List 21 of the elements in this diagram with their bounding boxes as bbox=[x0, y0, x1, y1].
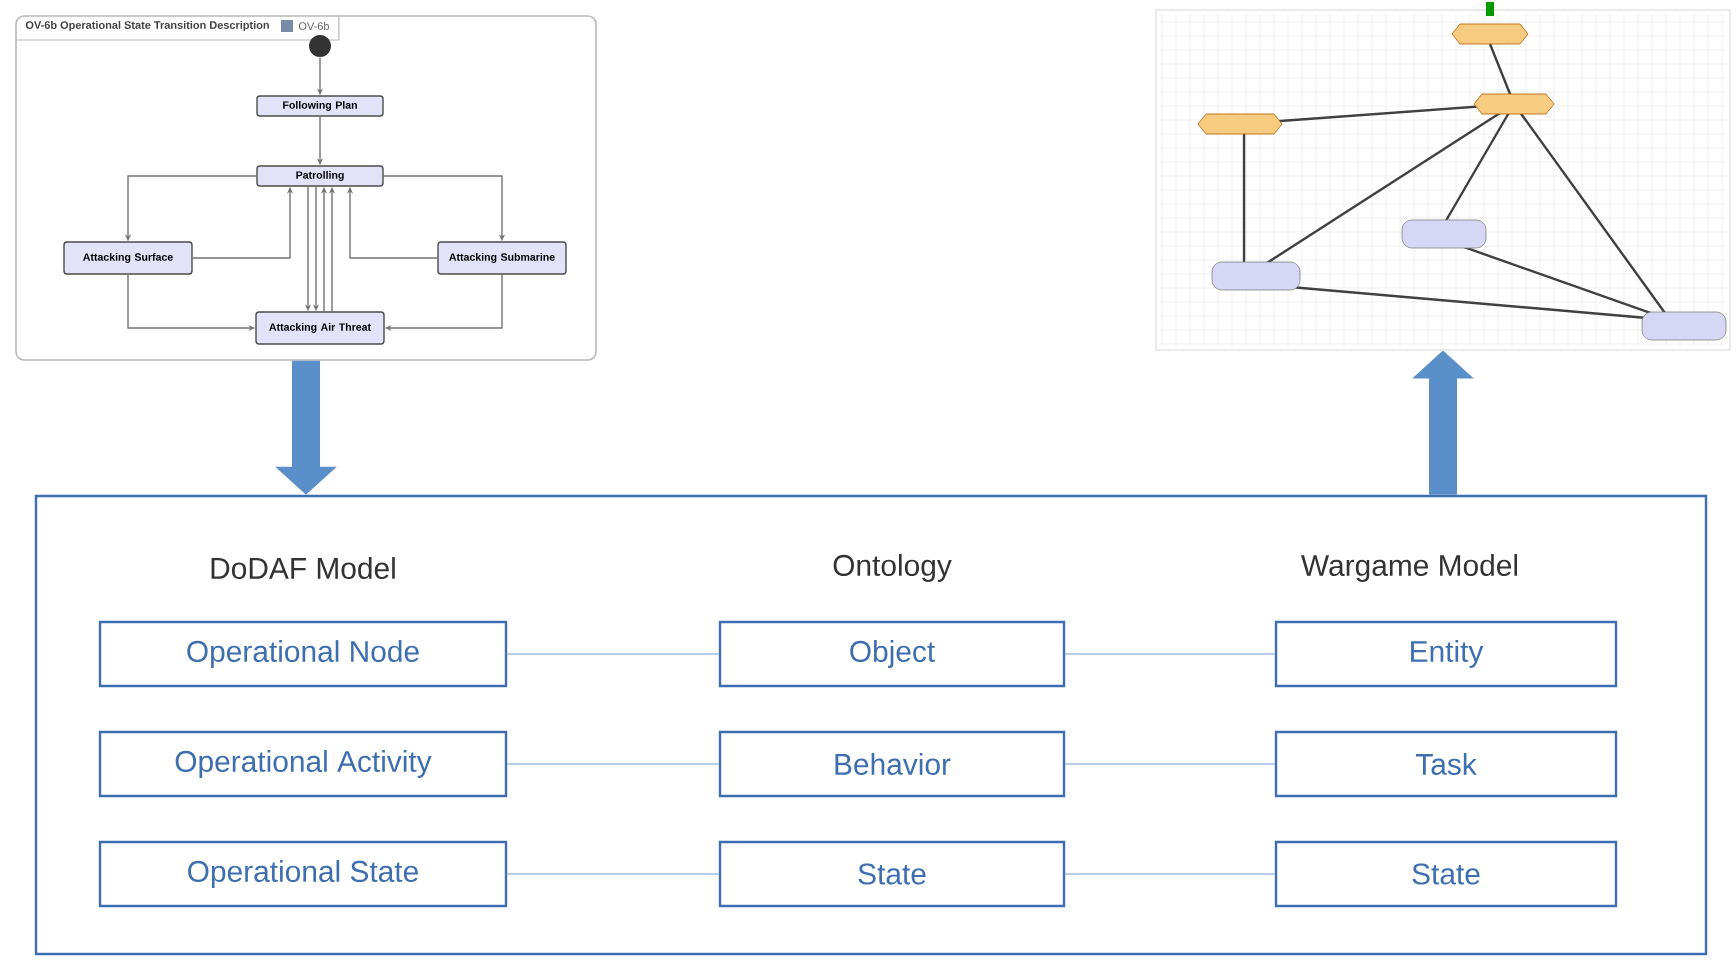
connector-line bbox=[1064, 763, 1276, 765]
connector-line bbox=[506, 763, 720, 765]
connector-line bbox=[1064, 653, 1276, 655]
concept-box: Operational State bbox=[98, 840, 508, 908]
initial-state bbox=[309, 35, 331, 57]
concept-box: Entity bbox=[1274, 620, 1618, 688]
concept-box: Operational Node bbox=[98, 620, 508, 688]
connector-line bbox=[506, 873, 720, 875]
concept-box: State bbox=[1274, 840, 1618, 908]
concept-box: Behavior bbox=[718, 730, 1066, 798]
concept-box: Operational Activity bbox=[98, 730, 508, 798]
concept-box: Object bbox=[718, 620, 1066, 688]
concept-box: Task bbox=[1274, 730, 1618, 798]
mapping-panel bbox=[34, 494, 1708, 956]
concept-box: State bbox=[718, 840, 1066, 908]
column-heading: Ontology bbox=[833, 554, 952, 582]
picture bbox=[1155, 2, 1731, 351]
column-heading: DoDAF Model bbox=[211, 557, 395, 579]
column-heading: Wargame Model bbox=[1301, 554, 1518, 582]
connector-line bbox=[1064, 873, 1276, 875]
connector-line bbox=[506, 653, 720, 655]
